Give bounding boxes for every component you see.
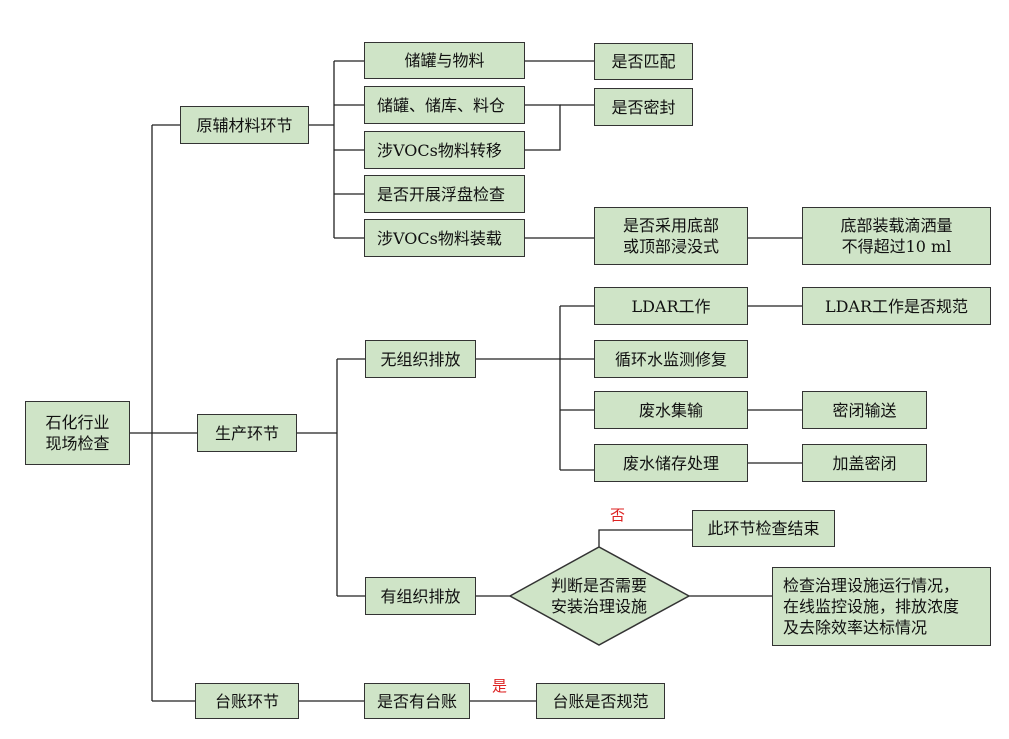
node-sealed: 是否密封 <box>594 88 693 126</box>
node-cover-seal: 加盖密闭 <box>802 444 927 482</box>
no-label: 否 <box>610 506 626 524</box>
node-match: 是否匹配 <box>594 43 693 80</box>
node-storage-material: 储罐与物料 <box>364 42 525 79</box>
root-node: 石化行业 现场检查 <box>25 401 130 465</box>
node-fugitive-emission: 无组织排放 <box>365 340 476 378</box>
node-storage-places: 储罐、储库、料仓 <box>364 86 525 124</box>
node-wastewater-collect: 废水集输 <box>594 391 748 429</box>
node-loading-method: 是否采用底部 或顶部浸没式 <box>594 207 748 265</box>
node-organized-emission: 有组织排放 <box>365 577 476 615</box>
node-has-ledger: 是否有台账 <box>364 683 470 719</box>
node-ldar: LDAR工作 <box>594 287 748 325</box>
section-production: 生产环节 <box>197 414 297 452</box>
node-voc-transfer: 涉VOCs物料转移 <box>364 131 525 169</box>
section-ledger: 台账环节 <box>195 683 299 719</box>
node-voc-loading: 涉VOCs物料装载 <box>364 219 525 257</box>
decision-diamond <box>508 546 691 646</box>
node-ldar-check: LDAR工作是否规范 <box>802 287 991 325</box>
node-treatment-check: 检查治理设施运行情况， 在线监控设施，排放浓度 及去除效率达标情况 <box>772 567 991 646</box>
section-raw-materials: 原辅材料环节 <box>180 106 309 144</box>
node-end-check: 此环节检查结束 <box>692 510 835 547</box>
yes-label: 是 <box>492 677 508 695</box>
node-closed-transport: 密闭输送 <box>802 391 927 429</box>
node-cooling-water: 循环水监测修复 <box>594 340 748 378</box>
node-ledger-check: 台账是否规范 <box>536 683 665 719</box>
decision-label: 判断是否需要 安装治理设施 <box>550 576 647 616</box>
node-float-check: 是否开展浮盘检查 <box>364 175 525 213</box>
node-drip-limit: 底部装载滴洒量 不得超过10 ml <box>802 207 991 265</box>
node-wastewater-storage: 废水储存处理 <box>594 444 748 482</box>
